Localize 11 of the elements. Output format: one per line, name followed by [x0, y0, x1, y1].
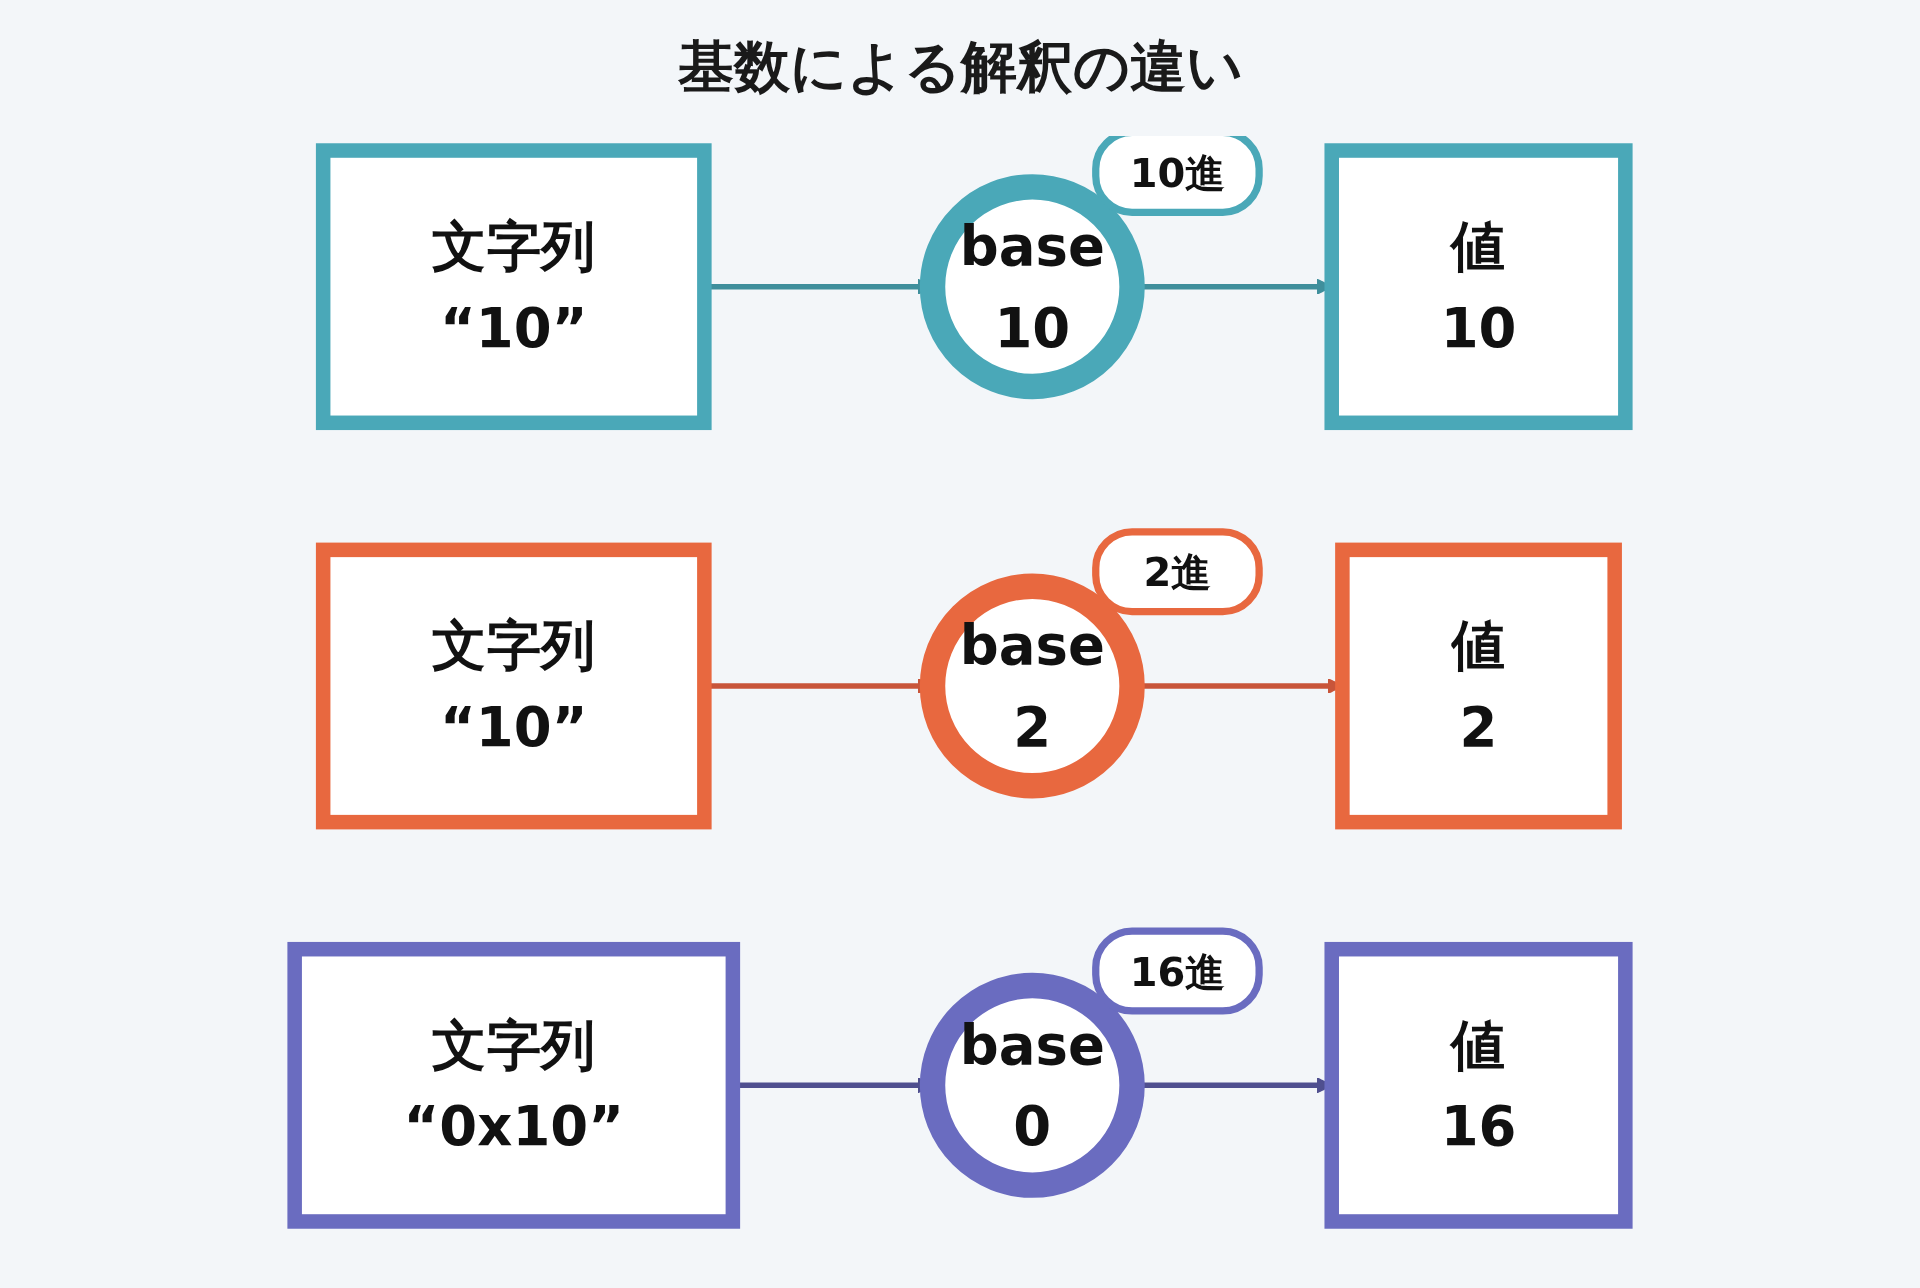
speech-bubble: 10進: [1092, 136, 1263, 216]
title: 基数による解釈の違い: [676, 33, 1244, 101]
node-box: 文字列 “10”: [315, 542, 712, 830]
node-box: 値 10: [1324, 143, 1633, 431]
node-box: 文字列 “0x10”: [287, 941, 741, 1229]
node-box: 値 2: [1335, 542, 1622, 830]
node-box: 文字列 “10”: [315, 143, 712, 431]
speech-bubble: 16進: [1092, 927, 1263, 1015]
node-circle: base 2: [919, 573, 1145, 799]
speech-bubble: 2進: [1092, 528, 1263, 616]
node-box: 値 16: [1324, 941, 1633, 1229]
